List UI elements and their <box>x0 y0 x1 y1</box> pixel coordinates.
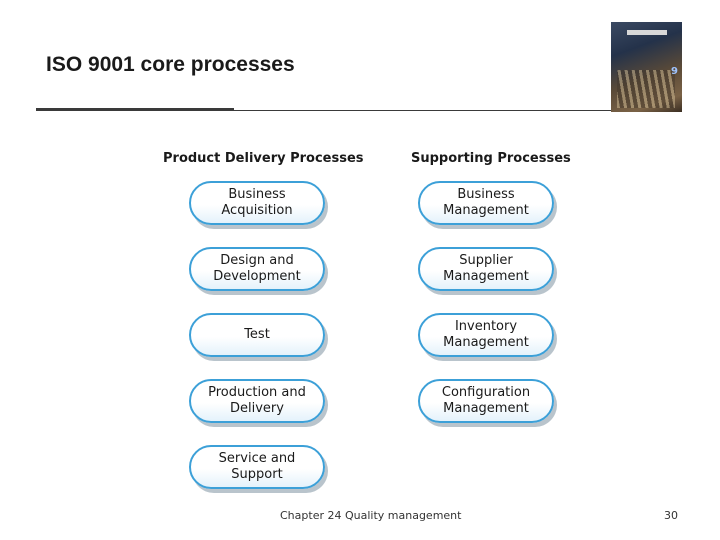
slide-title: ISO 9001 core processes <box>46 53 295 76</box>
process-test: Test <box>189 313 325 357</box>
column-heading-supporting: Supporting Processes <box>411 151 571 166</box>
page-number: 30 <box>664 509 678 522</box>
cover-top-band <box>627 30 667 35</box>
title-underline-thick <box>36 108 234 111</box>
cover-edition-number: 9 <box>671 66 678 77</box>
book-cover-image: 9 <box>611 22 682 112</box>
column-heading-product-delivery: Product Delivery Processes <box>163 151 364 166</box>
footer-chapter-text: Chapter 24 Quality management <box>280 509 462 522</box>
cover-building-graphic <box>617 70 675 108</box>
title-underline-thin <box>234 110 612 111</box>
